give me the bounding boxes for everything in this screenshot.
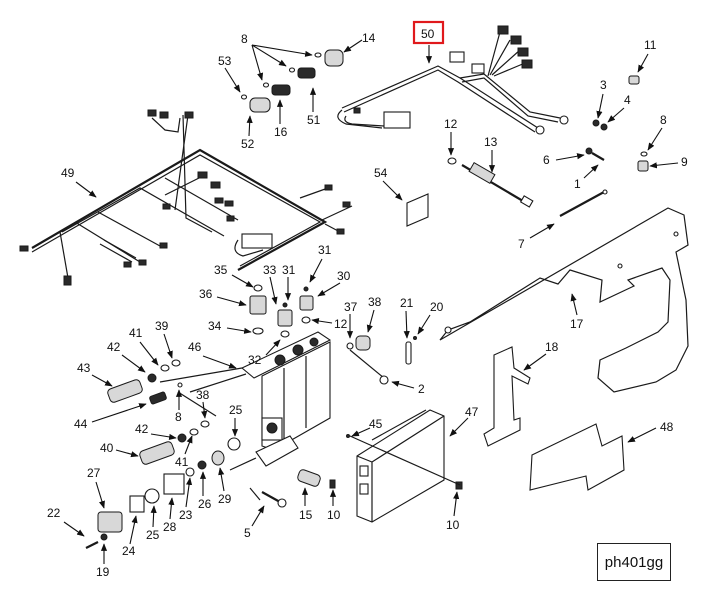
callout-47[interactable]: 47 (465, 405, 479, 419)
wire-harness-50 (337, 25, 569, 135)
callout-9[interactable]: 9 (681, 155, 688, 169)
callout-42-low[interactable]: 42 (135, 422, 149, 436)
callout-10-left[interactable]: 10 (327, 508, 341, 522)
sensor-group-top (240, 49, 344, 113)
callout-39[interactable]: 39 (155, 319, 169, 333)
callout-41-low[interactable]: 41 (175, 455, 189, 469)
callout-17[interactable]: 17 (570, 317, 584, 331)
wire-harness-49 (19, 109, 353, 286)
callout-50[interactable]: 50 (421, 27, 435, 41)
callout-31-b[interactable]: 31 (318, 243, 332, 257)
callout-32[interactable]: 32 (248, 353, 262, 367)
callout-42-top[interactable]: 42 (107, 340, 121, 354)
callout-53[interactable]: 53 (218, 54, 232, 68)
callout-48[interactable]: 48 (660, 420, 674, 434)
small-fasteners-right (559, 75, 649, 217)
highlight-box-50 (412, 20, 445, 45)
callout-41-top[interactable]: 41 (129, 326, 143, 340)
callout-13[interactable]: 13 (484, 135, 498, 149)
callout-20[interactable]: 20 (430, 300, 444, 314)
callout-38-top[interactable]: 38 (368, 295, 382, 309)
callout-51[interactable]: 51 (307, 113, 321, 127)
callout-10-right[interactable]: 10 (446, 518, 460, 532)
callout-7[interactable]: 7 (518, 237, 525, 251)
callout-30[interactable]: 30 (337, 269, 351, 283)
callout-4[interactable]: 4 (624, 93, 631, 107)
callout-33[interactable]: 33 (263, 263, 277, 277)
callout-25-top[interactable]: 25 (229, 403, 243, 417)
control-module-47 (356, 409, 445, 523)
probe-13 (447, 157, 534, 208)
callout-35[interactable]: 35 (214, 263, 228, 277)
callout-25-low[interactable]: 25 (146, 528, 160, 542)
frame-17 (439, 207, 689, 393)
callout-21[interactable]: 21 (400, 296, 414, 310)
callout-1[interactable]: 1 (574, 177, 581, 191)
callout-28[interactable]: 28 (163, 520, 177, 534)
callout-52[interactable]: 52 (241, 137, 255, 151)
callout-29[interactable]: 29 (218, 492, 232, 506)
callout-44[interactable]: 44 (74, 417, 88, 431)
callout-43[interactable]: 43 (77, 361, 91, 375)
callout-40[interactable]: 40 (100, 441, 114, 455)
callout-19[interactable]: 19 (96, 565, 110, 579)
callout-3[interactable]: 3 (600, 78, 607, 92)
fittings-30-36 (249, 284, 314, 338)
figure-id-label: ph401gg (597, 543, 671, 581)
callout-14[interactable]: 14 (362, 31, 376, 45)
callout-6[interactable]: 6 (543, 153, 550, 167)
callout-12-mid[interactable]: 12 (334, 317, 348, 331)
callout-49[interactable]: 49 (61, 166, 75, 180)
callout-16[interactable]: 16 (274, 125, 288, 139)
callout-45[interactable]: 45 (369, 417, 383, 431)
cartridge-valves (85, 359, 261, 549)
callout-22[interactable]: 22 (47, 506, 61, 520)
callout-18[interactable]: 18 (545, 340, 559, 354)
callout-34[interactable]: 34 (208, 319, 222, 333)
callout-36[interactable]: 36 (199, 287, 213, 301)
label-sheet-54 (406, 193, 429, 227)
mounting-hardware (261, 434, 463, 508)
callout-11[interactable]: 11 (644, 38, 657, 52)
callout-46[interactable]: 46 (188, 340, 202, 354)
callout-23[interactable]: 23 (179, 508, 193, 522)
callout-2[interactable]: 2 (418, 382, 425, 396)
callout-15[interactable]: 15 (299, 508, 313, 522)
callout-27[interactable]: 27 (87, 466, 101, 480)
callout-8[interactable]: 8 (241, 32, 248, 46)
fittings-37-38 (346, 335, 417, 385)
callout-38-left[interactable]: 38 (196, 388, 210, 402)
callout-54[interactable]: 54 (374, 166, 388, 180)
callout-8-left[interactable]: 8 (175, 410, 182, 424)
callout-12-top[interactable]: 12 (444, 117, 458, 131)
bracket-18 (483, 346, 531, 447)
callout-8-right[interactable]: 8 (660, 113, 667, 127)
callout-24[interactable]: 24 (122, 544, 136, 558)
valve-block-46 (159, 331, 332, 467)
plate-48 (529, 423, 625, 491)
callout-31-a[interactable]: 31 (282, 263, 296, 277)
callout-37[interactable]: 37 (344, 300, 358, 314)
callout-26[interactable]: 26 (198, 497, 212, 511)
callout-5[interactable]: 5 (244, 526, 251, 540)
callouts: 8 14 53 52 16 51 50 11 3 4 8 6 1 9 12 13 (47, 20, 688, 579)
